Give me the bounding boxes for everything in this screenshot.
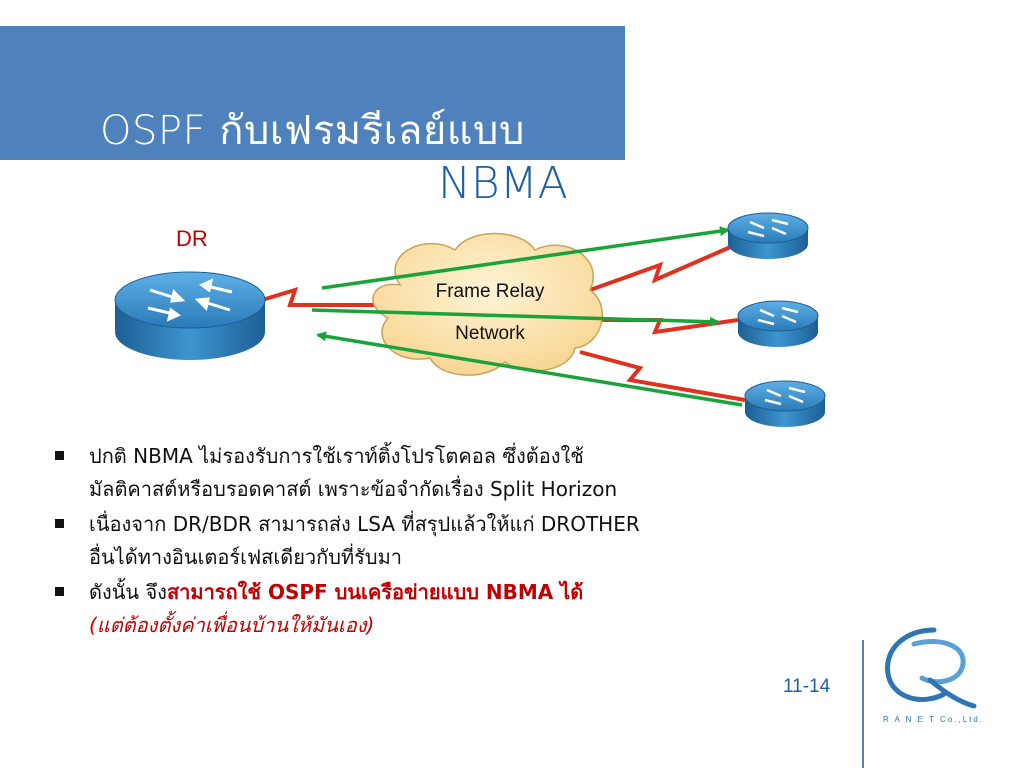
arrow-dr-to-router-2 xyxy=(311,308,720,327)
bullet-item-1: ปกติ NBMA ไม่รองรับการใช้เราท์ติ้งโปรโตค… xyxy=(55,440,815,506)
bullet-square-icon xyxy=(55,519,64,528)
bullet-item-3: ดังนั้น จึงสามารถใช้ OSPF บนเครือข่ายแบบ… xyxy=(55,576,815,642)
link-router-1 xyxy=(589,243,736,292)
arrow-dr-to-router-1 xyxy=(321,226,730,290)
link-dr xyxy=(261,286,380,307)
bullet-1-line-2: มัลติคาสต์หรือบรอดคาสต์ เพราะข้อจำกัดเรื… xyxy=(89,477,618,501)
bullet-square-icon xyxy=(55,587,64,596)
bullet-1-line-1: ปกติ NBMA ไม่รองรับการใช้เราท์ติ้งโปรโตค… xyxy=(89,444,584,468)
dr-router-icon xyxy=(114,271,266,360)
bullet-3-emphasis: สามารถใช้ OSPF บนเครือข่ายแบบ NBMA ได้ xyxy=(166,580,584,604)
frame-relay-diagram: Frame Relay Network DR xyxy=(114,212,826,427)
frame-relay-cloud: Frame Relay Network xyxy=(372,232,604,376)
slide-title: OSPF กับเฟรมรีเลย์แบบ xyxy=(100,108,525,154)
router-2-icon xyxy=(737,300,819,347)
bullet-3-prefix: ดังนั้น จึง xyxy=(89,580,167,604)
ranet-logo-icon xyxy=(885,627,977,709)
link-router-3 xyxy=(579,350,746,402)
bullet-2-line-2: อื่นได้ทางอินเตอร์เฟสเดียวกับที่รับมา xyxy=(89,545,402,569)
ranet-logo-text: R A N E T Co.,Ltd. xyxy=(883,715,985,724)
bullet-2-line-1: เนื่องจาก DR/BDR สามารถส่ง LSA ที่สรุปแล… xyxy=(89,512,640,536)
cloud-label-line2: Network xyxy=(455,323,525,344)
dr-label: DR xyxy=(176,226,208,251)
router-3-icon xyxy=(744,380,826,427)
title-band xyxy=(0,26,625,160)
router-1-icon xyxy=(727,212,809,259)
bullet-item-2: เนื่องจาก DR/BDR สามารถส่ง LSA ที่สรุปแล… xyxy=(55,508,815,574)
cloud-label-line1: Frame Relay xyxy=(436,281,545,302)
footer-divider xyxy=(862,640,864,768)
page-number: 11-14 xyxy=(783,676,831,697)
bullet-3-note: (แต่ต้องตั้งค่าเพื่อนบ้านให้มันเอง) xyxy=(89,613,375,637)
bullet-square-icon xyxy=(55,451,64,460)
bullet-list: ปกติ NBMA ไม่รองรับการใช้เราท์ติ้งโปรโตค… xyxy=(55,440,815,644)
arrow-router-3-to-dr xyxy=(316,331,743,407)
slide-title-nbma: NBMA xyxy=(438,158,568,209)
